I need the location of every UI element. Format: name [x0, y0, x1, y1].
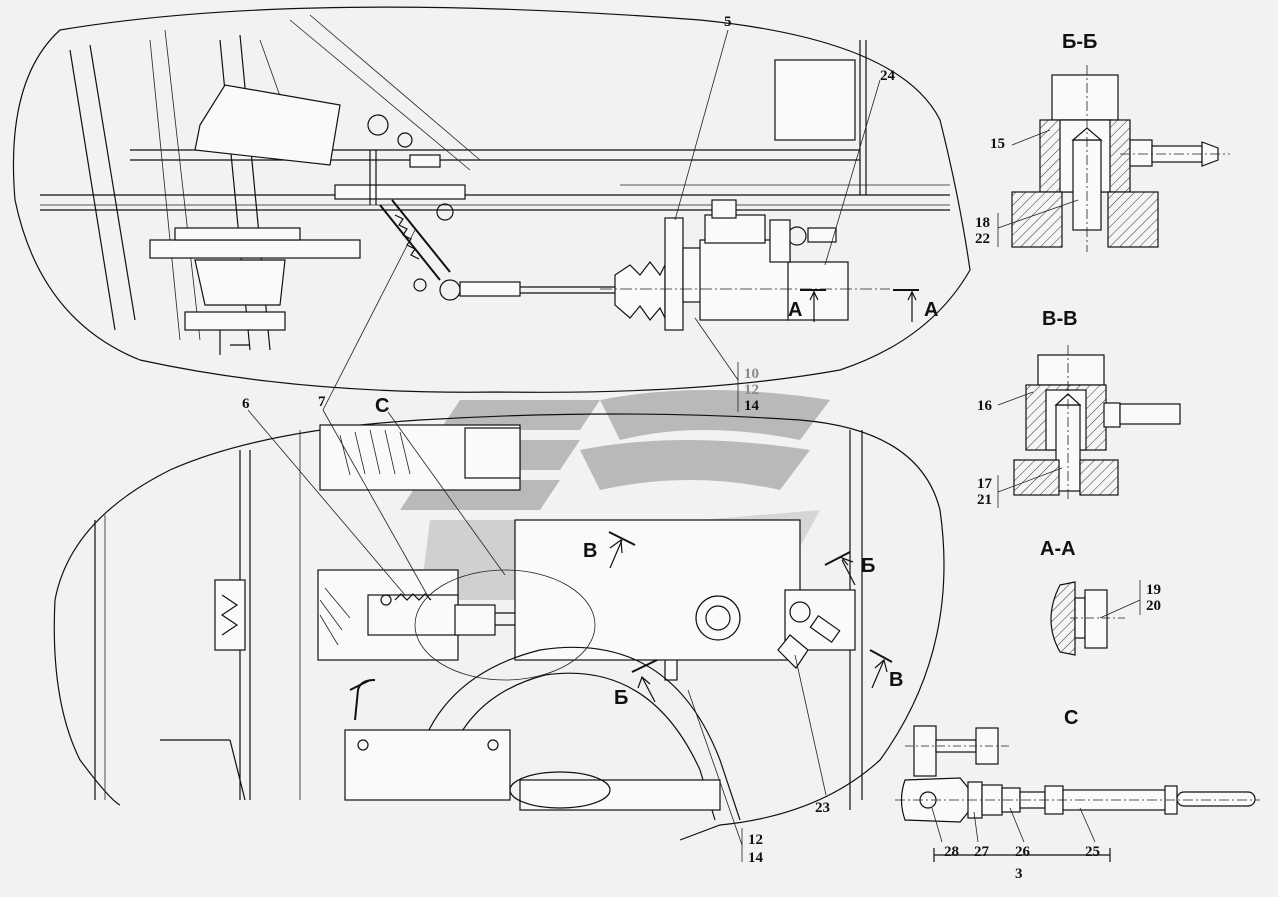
callout-27: 27 [974, 844, 990, 860]
callout-12-top: 12 [744, 382, 759, 398]
callout-16: 16 [977, 398, 993, 414]
view-title-c: С [1064, 707, 1078, 729]
callout-7: 7 [318, 394, 326, 410]
section-title-vv: В-В [1042, 308, 1078, 330]
callout-3: 3 [1015, 866, 1023, 882]
callout-14-top: 14 [744, 398, 760, 414]
callout-14-bottom: 14 [748, 850, 764, 866]
section-title-c: С [375, 395, 389, 417]
cut-mark-v-top: В [583, 540, 597, 562]
labels: Б-Б В-В А-А С С А А Б Б В В 5 24 10 12 1… [242, 14, 1161, 882]
callout-21: 21 [977, 492, 992, 508]
leader-lines [247, 29, 1141, 862]
callout-6: 6 [242, 396, 250, 412]
callout-22: 22 [975, 231, 990, 247]
callout-5: 5 [724, 14, 732, 30]
callout-18: 18 [975, 215, 990, 231]
callout-17: 17 [977, 476, 993, 492]
section-b-b [1011, 65, 1230, 252]
cut-mark-a-right: А [924, 299, 938, 321]
callout-19: 19 [1146, 582, 1161, 598]
section-title-bb: Б-Б [1062, 31, 1097, 53]
callout-23: 23 [815, 800, 830, 816]
callout-12-bottom: 12 [748, 832, 763, 848]
lower-view [53, 413, 945, 841]
callout-28: 28 [944, 844, 959, 860]
callout-20: 20 [1146, 598, 1161, 614]
upper-view [12, 6, 971, 393]
callout-25: 25 [1085, 844, 1100, 860]
callout-26: 26 [1015, 844, 1031, 860]
cut-mark-b-bottom: Б [614, 687, 628, 709]
section-v-v [1013, 345, 1181, 500]
callout-15: 15 [990, 136, 1005, 152]
section-a-a [1050, 581, 1125, 656]
callout-24: 24 [880, 68, 896, 84]
cut-mark-v-bottom: В [889, 669, 903, 691]
view-c-linkage [895, 725, 1260, 862]
section-title-aa: А-А [1040, 538, 1076, 560]
cut-mark-a-left: А [788, 299, 802, 321]
callout-10: 10 [744, 366, 759, 382]
cut-mark-b-top: Б [861, 555, 875, 577]
